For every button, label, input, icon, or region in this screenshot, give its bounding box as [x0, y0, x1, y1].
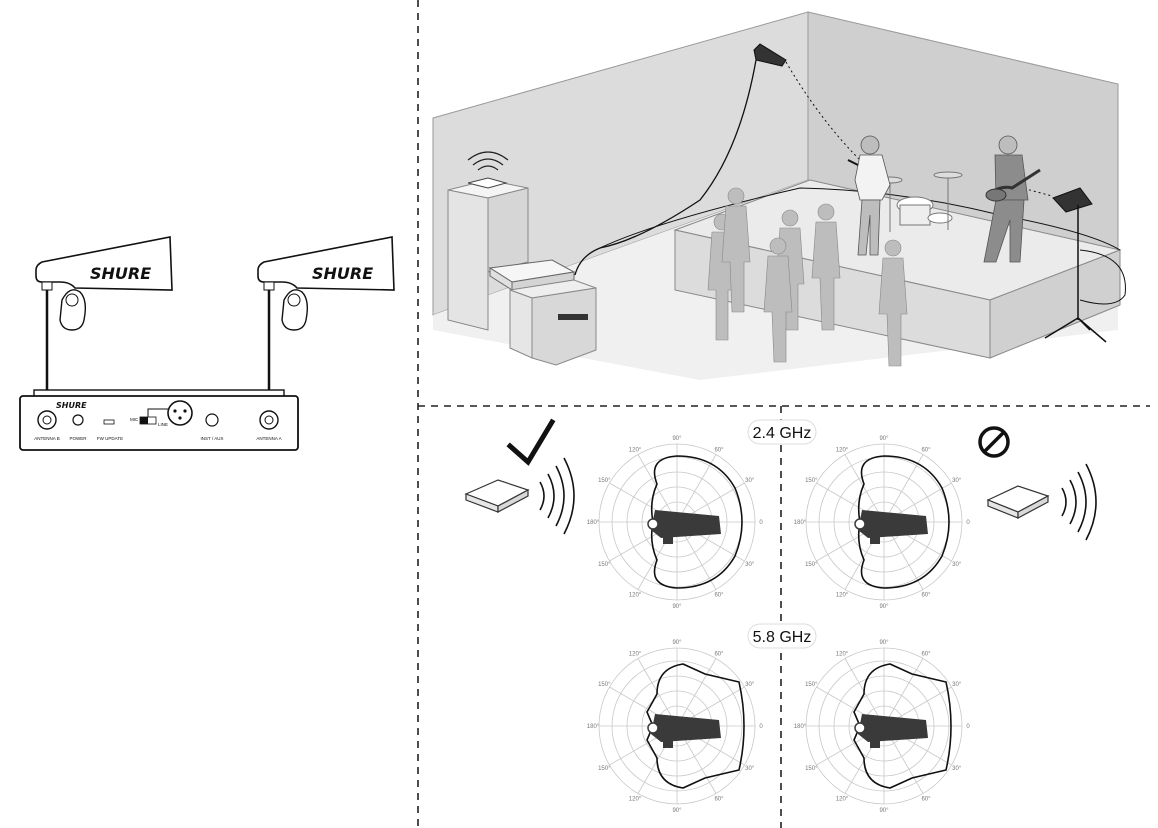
polar-angle-label: 120° — [836, 651, 849, 657]
signal-waves-icon — [539, 457, 575, 535]
polar-angle-label: 0 — [759, 724, 763, 730]
polar-angle-label: 150° — [598, 478, 611, 484]
polar-angle-label: 0 — [966, 520, 970, 526]
polar-angle-label: 120° — [629, 593, 642, 599]
line-label: LINE — [158, 422, 168, 427]
power-label: POWER — [69, 436, 87, 441]
polar-angle-label: 180° — [587, 724, 600, 730]
inst-aux-jack — [205, 413, 219, 427]
stand-paddle-antenna — [999, 181, 1126, 343]
signal-waves-icon — [1061, 463, 1097, 541]
polar-angle-label: 150° — [805, 478, 818, 484]
power-jack — [72, 414, 84, 426]
polar-angle-label: 90° — [672, 808, 682, 814]
polar-angle-label: 90° — [879, 808, 889, 814]
antenna-brand-logo: SHURE — [90, 264, 151, 283]
audience — [707, 187, 908, 367]
polar-angle-label: 60° — [714, 651, 724, 657]
polar-angle-label: 90° — [672, 640, 682, 646]
polar-angle-label: 180° — [587, 520, 600, 526]
audience-member — [721, 187, 751, 313]
receiver: SHURE ANTENNA B POWER FW UPDATE MIC LINE… — [19, 389, 299, 451]
section-dividers — [417, 0, 1150, 828]
antenna-b: SHURE — [35, 236, 173, 408]
polar-angle-label: 150° — [598, 766, 611, 772]
polar-angle-label: 120° — [629, 651, 642, 657]
polar-angle-label: 90° — [672, 604, 682, 610]
usb-port — [103, 419, 115, 425]
drum-kit — [877, 171, 963, 232]
router-bad-placement — [986, 463, 1097, 541]
audience-member — [878, 239, 908, 367]
polar-angle-label: 150° — [805, 766, 818, 772]
polar-angle-label: 30° — [745, 766, 755, 772]
polar-degree-labels: 90° 120° 150° 180° 150° 120° 90° 60° 30° 0 30° 60° 9… — [587, 436, 971, 814]
polar-angle-label: 150° — [805, 562, 818, 568]
antenna-a: SHURE — [257, 236, 395, 408]
polar-angle-label: 30° — [952, 766, 962, 772]
polar-angle-label: 120° — [629, 447, 642, 453]
router-good-placement — [464, 457, 575, 535]
polar-angle-label: 180° — [794, 724, 807, 730]
polar-pattern-58ghz-right — [805, 647, 963, 805]
mic-label: MIC — [130, 417, 139, 422]
prohibited-icon — [978, 426, 1010, 458]
polar-angle-label: 150° — [598, 682, 611, 688]
audience-member — [763, 237, 793, 363]
polar-angle-label: 60° — [714, 797, 724, 803]
polar-angle-label: 60° — [714, 447, 724, 453]
polar-angle-label: 150° — [598, 562, 611, 568]
polar-angle-label: 30° — [745, 562, 755, 568]
guitarist — [983, 135, 1041, 263]
polar-angle-label: 120° — [836, 447, 849, 453]
wifi-icon — [467, 151, 509, 171]
polar-angle-label: 60° — [921, 651, 931, 657]
polar-pattern-58ghz-left — [598, 647, 756, 805]
polar-angle-label: 90° — [879, 640, 889, 646]
vocalist — [847, 135, 891, 256]
polar-angle-label: 30° — [745, 478, 755, 484]
antenna-a-label: ANTENNA A — [256, 436, 281, 441]
polar-angle-label: 180° — [794, 520, 807, 526]
antenna-brand-logo: SHURE — [312, 264, 373, 283]
svg-text:5.8 GHz: 5.8 GHz — [753, 629, 812, 646]
band-label-58ghz: 5.8 GHz — [747, 623, 817, 649]
checkmark-icon — [506, 418, 556, 466]
polar-angle-label: 30° — [952, 562, 962, 568]
polar-angle-label: 90° — [672, 436, 682, 442]
antenna-b-label: ANTENNA B — [34, 436, 60, 441]
inst-aux-label: INST / AUX — [201, 436, 224, 441]
xlr-output — [167, 400, 193, 426]
equipment-rack — [447, 151, 597, 366]
amp-display — [558, 314, 588, 320]
polar-angle-label: 150° — [805, 682, 818, 688]
svg-text:2.4 GHz: 2.4 GHz — [753, 425, 812, 442]
polar-angle-label: 30° — [952, 478, 962, 484]
polar-angle-label: 90° — [879, 436, 889, 442]
polar-angle-label: 60° — [921, 797, 931, 803]
polar-angle-label: 90° — [879, 604, 889, 610]
wifi-router — [467, 177, 508, 189]
polar-pattern-24ghz-good — [598, 443, 756, 601]
receiver-brand-logo: SHURE — [56, 401, 87, 410]
polar-angle-label: 60° — [921, 593, 931, 599]
polar-angle-label: 30° — [952, 682, 962, 688]
audience-member — [811, 203, 841, 331]
polar-pattern-24ghz-bad — [805, 443, 963, 601]
polar-angle-label: 120° — [836, 593, 849, 599]
polar-angle-label: 60° — [714, 593, 724, 599]
venue-scene — [432, 11, 1126, 380]
polar-angle-label: 0 — [966, 724, 970, 730]
polar-angle-label: 0 — [759, 520, 763, 526]
polar-angle-label: 30° — [745, 682, 755, 688]
audience-member — [775, 209, 805, 331]
wall-paddle-antenna — [574, 43, 861, 276]
fw-update-label: FW UPDATE — [97, 436, 123, 441]
polar-angle-label: 60° — [921, 447, 931, 453]
band-label-24ghz: 2.4 GHz — [747, 419, 817, 445]
polar-angle-label: 120° — [629, 797, 642, 803]
polar-angle-label: 120° — [836, 797, 849, 803]
